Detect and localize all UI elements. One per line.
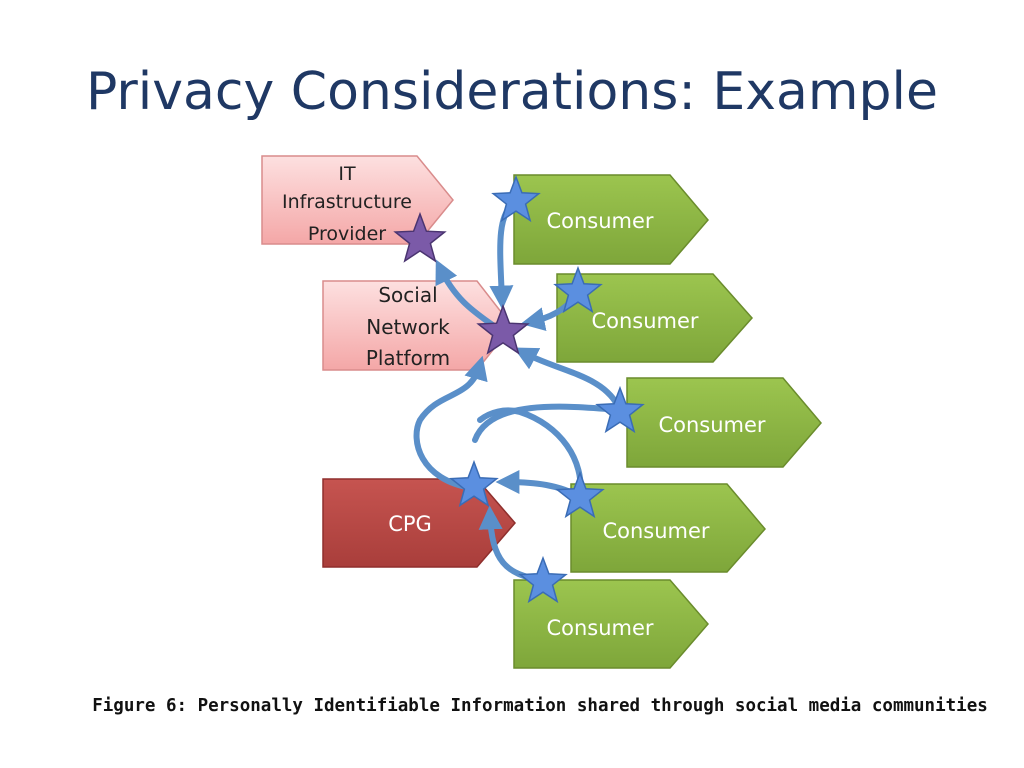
star-icon-consumer-2 [553,265,603,314]
star-icon-consumer-3 [595,385,645,434]
social-network-line-3: Platform [366,346,450,370]
consumer-node-2: Consumer [556,273,754,363]
arrow-cpg-to-platform [413,355,488,491]
consumer-label-4: Consumer [602,519,709,543]
it-provider-line-2: Infrastructure [282,191,412,213]
figure-caption: Figure 6: Personally Identifiable Inform… [92,696,988,716]
arrow-consumer3-to-cpg [472,403,623,443]
star-icon-consumer-1 [491,174,541,223]
star-icon-consumer-4 [555,470,605,519]
arrow-consumer3-to-platform [513,347,623,413]
slide-title: Privacy Considerations: Example [85,62,938,122]
it-provider-line-1: IT [338,163,356,185]
cpg-label: CPG [388,512,432,536]
stars [393,174,645,604]
social-network-line-1: Social [378,283,437,307]
consumer-node-3: Consumer [626,377,822,468]
consumer-node-5: Consumer [513,579,709,669]
consumer-label-2: Consumer [591,309,698,333]
social-network-line-2: Network [366,315,450,339]
star-icon-platform [476,303,530,355]
consumer-node-1: Consumer [513,174,709,265]
star-icon-cpg [449,459,499,508]
consumer-node-4: Consumer [570,483,766,573]
consumer-label-5: Consumer [546,616,653,640]
cpg-node: CPG [322,478,516,568]
arrow-consumer4-loop [477,407,584,500]
consumer-label-3: Consumer [658,413,765,437]
star-icon-it-provider [393,211,447,263]
consumer-label-1: Consumer [546,209,653,233]
star-icon-consumer-5 [518,555,568,604]
it-provider-node: IT Infrastructure Provider [261,155,454,245]
it-provider-line-3: Provider [308,223,386,245]
